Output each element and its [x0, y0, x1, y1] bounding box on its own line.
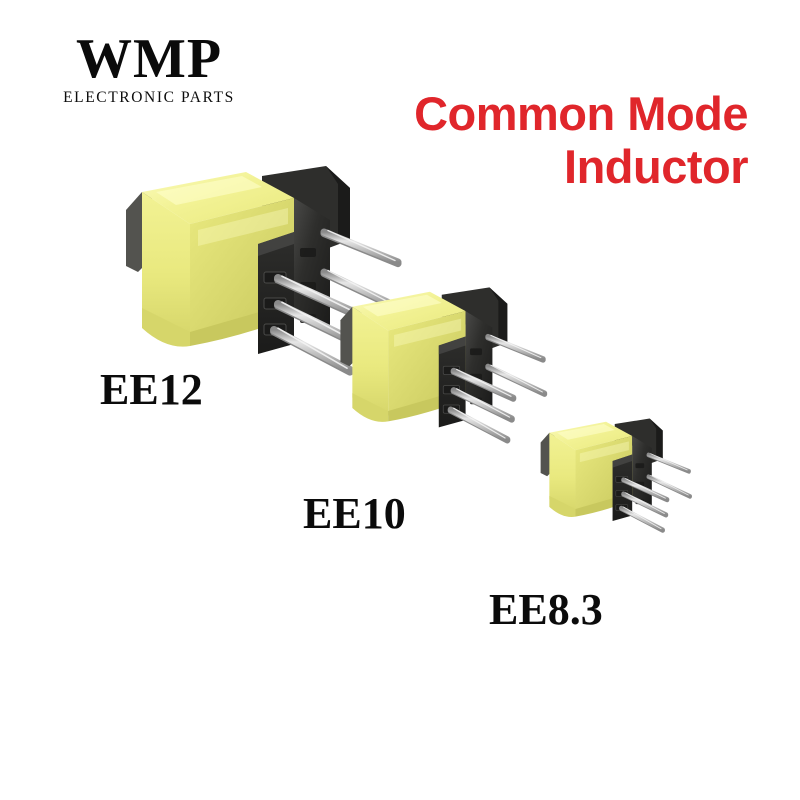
tape-top-highlight	[156, 176, 262, 205]
pin-front-2-highlight	[456, 388, 511, 418]
ferrite-core-rear-side	[326, 166, 350, 244]
pin-front-3-highlight	[453, 407, 506, 439]
pin-front-2-highlight	[625, 492, 665, 514]
pin-rear-2-highlight	[490, 364, 543, 393]
tape-front-highlight	[579, 441, 629, 463]
tape-left-face	[142, 192, 190, 338]
pin-front-3-highlight	[623, 506, 662, 530]
bobbin-pin-slot-rear-1	[470, 348, 482, 356]
pin-front-1-highlight	[456, 368, 512, 397]
brand-logo-subtitle: ELECTRONIC PARTS	[63, 88, 235, 106]
product-photo-ee83	[533, 400, 697, 536]
bobbin-pin-slot-rear-1	[635, 463, 645, 469]
page-title-line-1: Common Mode	[414, 87, 748, 140]
tape-front-highlight	[198, 208, 288, 246]
product-label-ee12: EE12	[100, 365, 203, 414]
tape-bottom-left	[142, 308, 190, 347]
brand-logo: WMP ELECTRONIC PARTS	[44, 28, 254, 106]
inductor-drawing-ee10	[340, 287, 548, 444]
bobbin-flange-top-edge	[612, 454, 633, 468]
product-photo-ee12	[112, 132, 412, 382]
tape-left-face	[352, 306, 389, 416]
tape-bottom-left	[549, 495, 576, 517]
tape-top-highlight	[362, 294, 442, 317]
tape-top-highlight	[556, 423, 615, 440]
page-title-line-2: Inductor	[564, 139, 748, 193]
bobbin-right-flange	[465, 311, 493, 409]
bobbin-flange-top-edge	[438, 336, 466, 355]
product-label-ee83: EE8.3	[489, 585, 603, 634]
tape-front-highlight	[394, 318, 462, 347]
pin-rear-1-highlight	[327, 229, 396, 262]
ferrite-core-rear-side	[649, 418, 663, 462]
product-photo-ee10	[330, 262, 554, 448]
bobbin-front-flange	[612, 454, 633, 521]
pin-front-3-highlight	[277, 327, 348, 370]
bobbin-pin-slot-rear-1	[300, 248, 316, 257]
bobbin-flange-top-edge	[258, 232, 294, 256]
pin-rear-1-highlight	[490, 334, 542, 359]
brand-logo-mark: WMP	[75, 28, 223, 90]
tape-bottom-left	[352, 393, 389, 422]
page-title: Common Mode Inductor	[414, 87, 748, 193]
pin-front-1-highlight	[625, 478, 666, 499]
inductor-drawing-ee12	[126, 166, 404, 376]
pin-rear-1-highlight	[650, 453, 688, 471]
tape-left-face	[549, 432, 576, 513]
bobbin-right-flange	[632, 435, 652, 507]
product-label-ee10: EE10	[303, 489, 406, 538]
ferrite-core-rear-side	[489, 287, 508, 346]
pin-rear-2-highlight	[650, 475, 689, 496]
inductor-drawing-ee83	[540, 418, 692, 533]
bobbin-right-flange	[294, 198, 330, 328]
pin-front-1-highlight	[281, 275, 356, 314]
